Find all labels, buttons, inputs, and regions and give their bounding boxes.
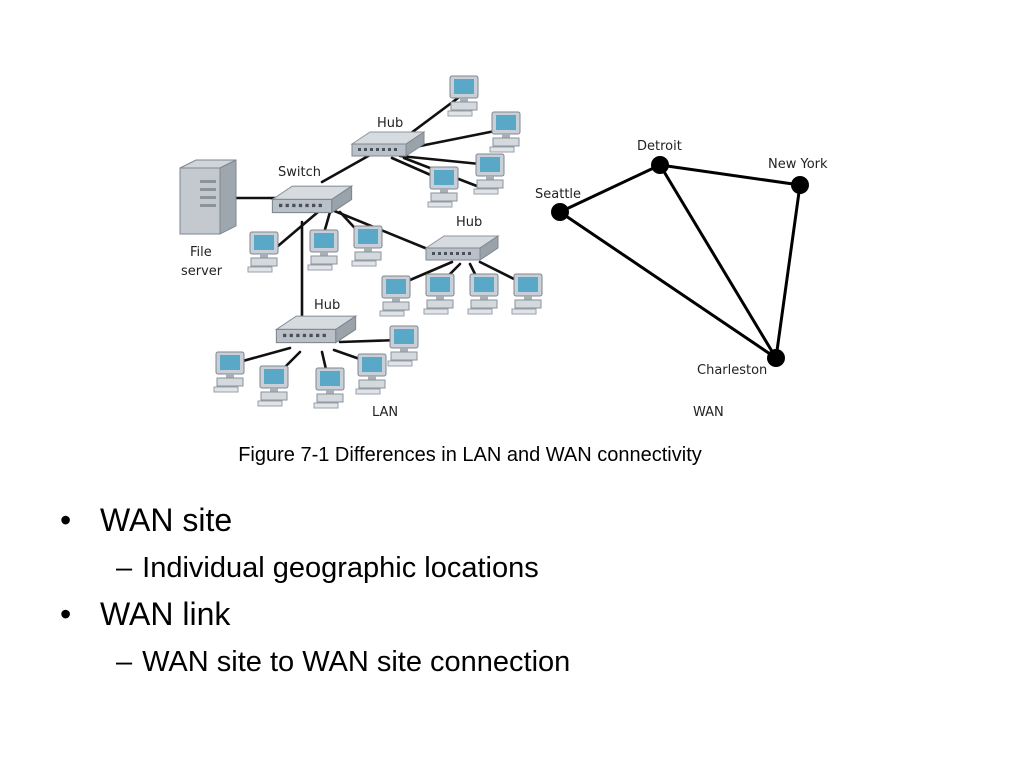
wan-node-seattle bbox=[551, 203, 569, 221]
site-label-seattle: Seattle bbox=[535, 187, 581, 202]
bullet-wan-site: WAN site bbox=[58, 500, 570, 540]
site-label-new-york: New York bbox=[768, 157, 828, 172]
switch-label: Switch bbox=[278, 165, 321, 180]
sub-bullet-wan-site: –Individual geographic locations bbox=[116, 552, 539, 584]
wan-links bbox=[558, 163, 802, 360]
sub-bullet-wan-link: –WAN site to WAN site connection bbox=[116, 646, 571, 678]
wan-node-detroit bbox=[651, 156, 669, 174]
sub-bullet-text: WAN site to WAN site connection bbox=[142, 646, 571, 678]
file-server-label-2: server bbox=[181, 264, 223, 279]
lan-wan-diagram: File server Switch Hub Hub Hub LAN bbox=[179, 75, 828, 420]
figure-caption: Figure 7-1 Differences in LAN and WAN co… bbox=[238, 444, 702, 466]
wan-node-new-york bbox=[791, 176, 809, 194]
bullet-wan-link: WAN link bbox=[58, 594, 570, 634]
wan-label: WAN bbox=[693, 405, 724, 420]
wan-node-charleston bbox=[767, 349, 785, 367]
wan-link-newyork-charleston bbox=[774, 183, 802, 360]
hub-icon-bottom bbox=[275, 315, 357, 344]
hub-icon-right bbox=[425, 235, 499, 261]
sub-bullet-text: Individual geographic locations bbox=[142, 552, 539, 584]
hub-label-right: Hub bbox=[456, 215, 482, 230]
file-server-icon bbox=[179, 159, 237, 235]
file-server-label-1: File bbox=[190, 245, 212, 260]
wan-link-seattle-charleston bbox=[558, 210, 778, 360]
wan-link-detroit-newyork bbox=[658, 163, 802, 187]
site-label-charleston: Charleston bbox=[697, 363, 767, 378]
switch-icon bbox=[271, 185, 353, 214]
hub-icon-top bbox=[351, 131, 425, 157]
lan-label: LAN bbox=[372, 405, 398, 420]
site-label-detroit: Detroit bbox=[637, 139, 682, 154]
bullet-list: WAN site –Individual geographic location… bbox=[58, 500, 570, 688]
hub-label-bottom: Hub bbox=[314, 298, 340, 313]
hub-label-top: Hub bbox=[377, 116, 403, 131]
wan-link-detroit-charleston bbox=[658, 163, 778, 360]
wan-link-seattle-detroit bbox=[558, 163, 662, 214]
